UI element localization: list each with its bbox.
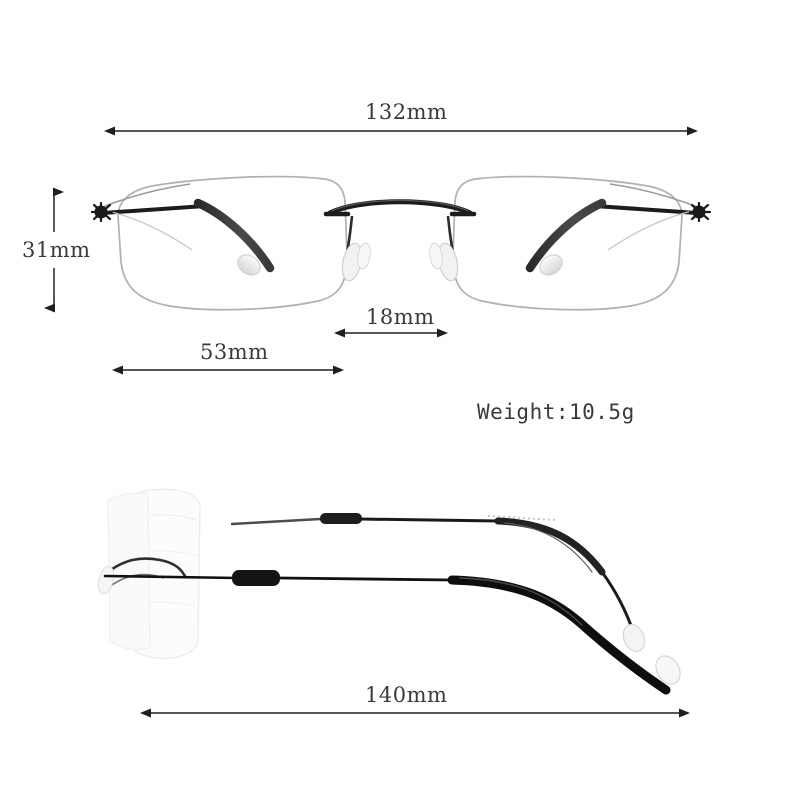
left-nose-pad xyxy=(341,215,371,282)
lens-height-label: 31mm xyxy=(22,238,91,262)
weight-label: Weight:10.5g xyxy=(477,400,635,424)
side-temple-arm-far xyxy=(230,513,646,653)
bridge-bar xyxy=(327,199,473,216)
lens-width-label: 53mm xyxy=(200,340,269,364)
left-hinge-cluster xyxy=(90,201,114,223)
side-nose-pad-arms xyxy=(97,557,188,595)
right-nose-pad xyxy=(429,215,459,282)
side-temple-arm-near xyxy=(103,570,681,695)
right-hinge-wire xyxy=(607,183,701,251)
right-hinge-cluster xyxy=(688,201,712,223)
total-width-label: 132mm xyxy=(365,100,448,124)
side-lens-body xyxy=(107,488,201,659)
left-lens-outline xyxy=(117,175,348,311)
temple-engraving xyxy=(487,515,557,521)
temple-length-label: 140mm xyxy=(365,683,448,707)
bridge-width-label: 18mm xyxy=(366,305,435,329)
left-temple-arm xyxy=(101,198,275,276)
left-hinge-wire xyxy=(99,183,193,251)
right-lens-outline xyxy=(452,175,683,311)
right-temple-arm xyxy=(525,198,699,276)
